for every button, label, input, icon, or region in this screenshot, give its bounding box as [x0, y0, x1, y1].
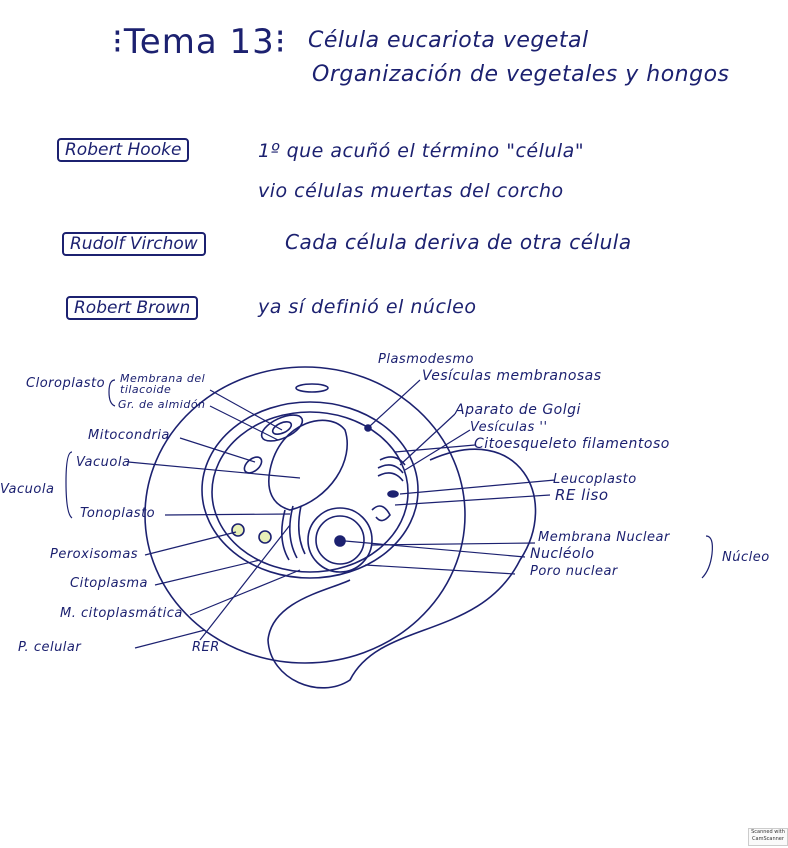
subtitle-1: Célula eucariota vegetal — [308, 28, 589, 53]
label-citoplasma: Citoplasma — [70, 576, 148, 591]
label-vacuola-group: Vacuola — [0, 482, 55, 497]
label-nucleo-group: Núcleo — [722, 550, 770, 565]
label-plasmodesmo: Plasmodesmo — [378, 352, 474, 367]
plasmodesmo — [295, 383, 329, 393]
label-mitocondria: Mitocondria — [88, 428, 170, 443]
hooke-line-2: vio células muertas del corcho — [258, 180, 564, 202]
label-vesiculas-membranosas: Vesículas membranosas — [422, 368, 602, 384]
subtitle-2: Organización de vegetales y hongos — [312, 62, 730, 87]
cell-wall — [144, 366, 466, 664]
label-rer: RER — [192, 640, 220, 655]
nucleolus — [334, 535, 346, 547]
label-cloroplasto: Cloroplasto — [26, 376, 106, 391]
label-nucleolo: Nucléolo — [530, 546, 595, 562]
label-peroxisomas: Peroxisomas — [50, 547, 139, 562]
rer — [281, 505, 306, 561]
neighbor-cell — [267, 448, 537, 689]
nucleus-inner — [315, 515, 365, 565]
label-golgi: Aparato de Golgi — [455, 402, 581, 418]
hooke-line-1: 1º que acuñó el término "célula" — [258, 140, 585, 162]
label-membrana-tilacoide: Membrana del tilacoide — [120, 372, 206, 396]
camscanner-badge: Scanned with CamScanner — [748, 828, 788, 846]
brown-line-1: ya sí definió el núcleo — [258, 296, 477, 318]
cell-membrane-inner — [211, 411, 409, 573]
label-tonoplasto: Tonoplasto — [80, 506, 156, 521]
virchow-line-1: Cada célula deriva de otra célula — [285, 230, 632, 254]
leucoplast — [387, 490, 399, 498]
label-vacuola: Vacuola — [76, 455, 131, 470]
peroxisome — [231, 523, 245, 537]
cell-membrane — [201, 401, 419, 579]
label-membrana-nuclear: Membrana Nuclear — [538, 530, 670, 545]
label-re-liso: RE liso — [555, 486, 609, 504]
scientist-virchow: Rudolf Virchow — [62, 232, 206, 256]
label-citoesqueleto: Citoesqueleto filamentoso — [474, 436, 670, 452]
label-vesiculas: Vesículas '' — [470, 420, 548, 435]
page-title: ⁝Tema 13⁝ — [112, 22, 287, 62]
label-p-celular: P. celular — [18, 640, 82, 655]
label-gr-almidon: Gr. de almidón — [118, 398, 206, 411]
scientist-hooke: Robert Hooke — [57, 138, 190, 162]
label-leucoplasto: Leucoplasto — [553, 472, 637, 487]
chloroplast — [260, 414, 304, 442]
nucleus — [307, 507, 373, 573]
label-poro-nuclear: Poro nuclear — [530, 564, 618, 579]
label-m-citoplasmatica: M. citoplasmática — [60, 606, 183, 621]
golgi — [377, 456, 406, 482]
re-liso — [371, 505, 391, 522]
scientist-brown: Robert Brown — [66, 296, 199, 320]
